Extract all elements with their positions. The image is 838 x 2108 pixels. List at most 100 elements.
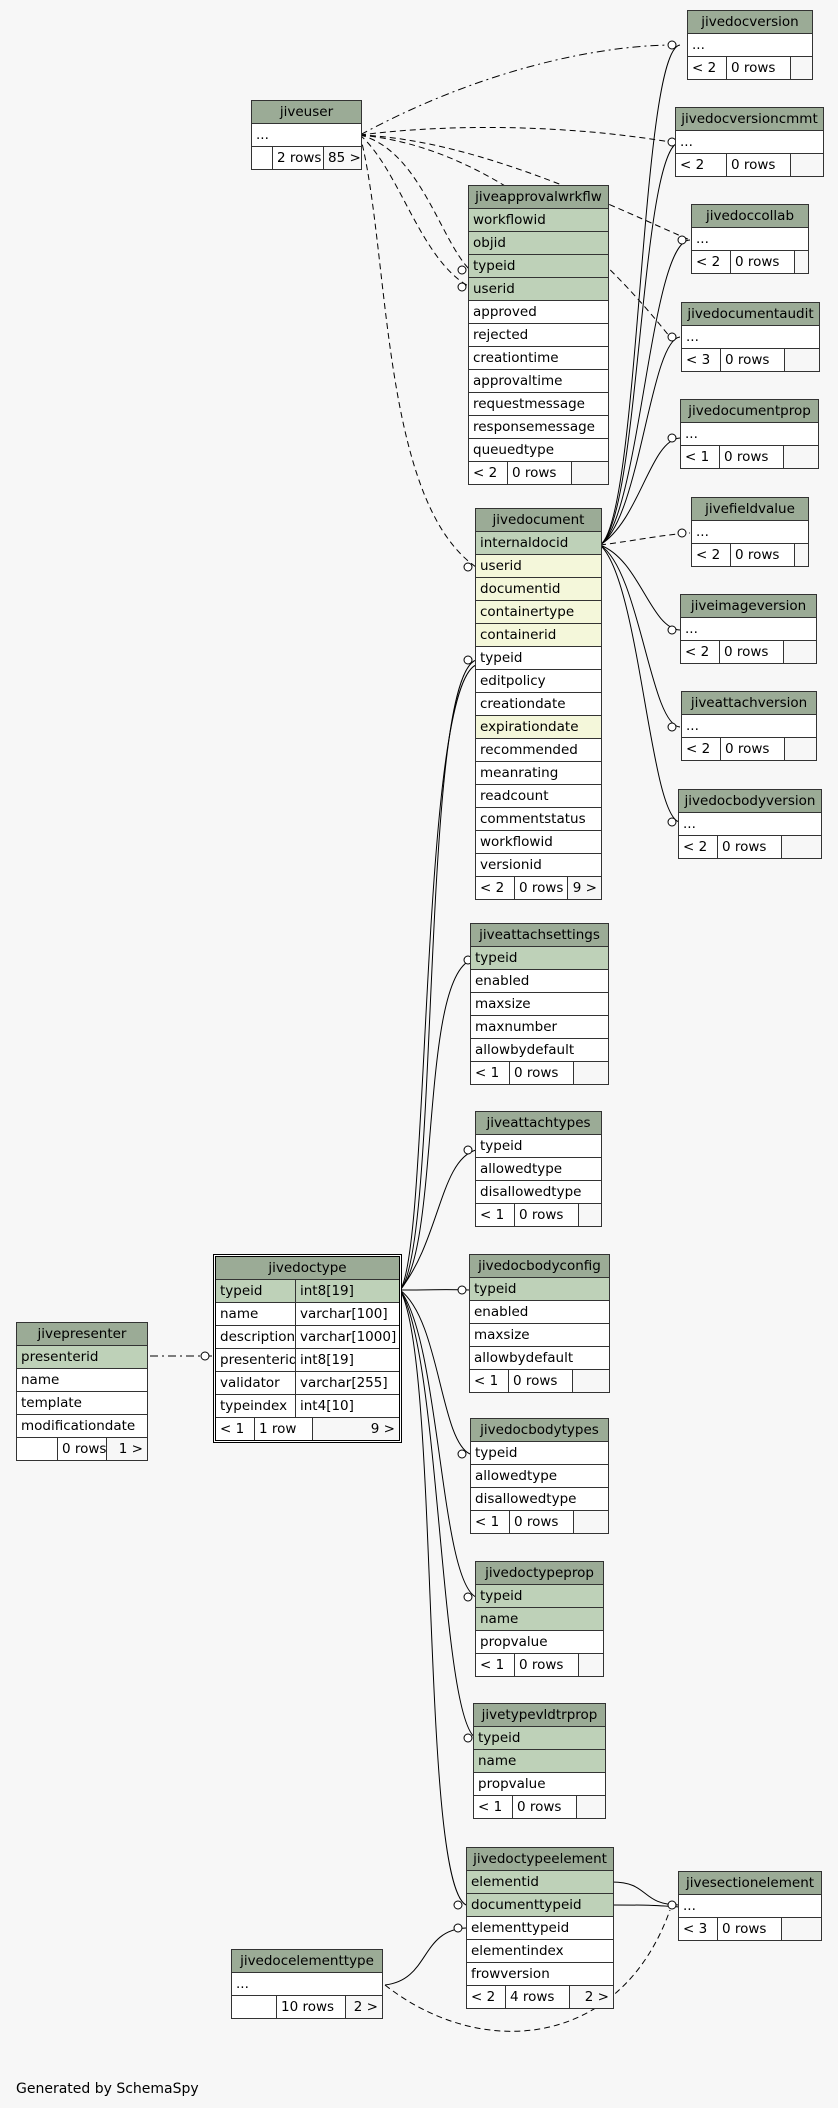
table-title: jivetypevldtrprop (474, 1704, 605, 1727)
table-row: objid (469, 232, 608, 255)
table-row: presenterid (17, 1346, 147, 1369)
table-row: ... (232, 1973, 382, 1996)
table-row: typeid (476, 647, 601, 670)
table-row: disallowedtype (476, 1181, 601, 1204)
table-title: jiveattachversion (682, 692, 816, 715)
table-title: jivedocbodytypes (471, 1419, 608, 1442)
table-row: workflowid (476, 831, 601, 854)
table-row: userid (469, 278, 608, 301)
table-row: typeid (470, 1278, 609, 1301)
table-title: jivepresenter (17, 1323, 147, 1346)
table-title: jiveattachsettings (471, 924, 608, 947)
table-jivedoctypeelement[interactable]: jivedoctypeelement elementid documenttyp… (466, 1847, 614, 2009)
table-title: jiveattachtypes (476, 1112, 601, 1135)
table-row: ... (682, 715, 816, 738)
table-row: elementtypeid (467, 1917, 613, 1940)
table-title: jivedoctypeprop (476, 1562, 603, 1585)
table-row: creationtime (469, 347, 608, 370)
table-row: ... (681, 423, 818, 446)
table-title: jivedocversion (688, 11, 812, 34)
table-title: jivedocbodyconfig (470, 1255, 609, 1278)
table-row: containertype (476, 601, 601, 624)
table-row: typeid (476, 1585, 603, 1608)
table-row: creationdate (476, 693, 601, 716)
table-row: frowversion (467, 1963, 613, 1986)
table-row: containerid (476, 624, 601, 647)
table-row: expirationdate (476, 716, 601, 739)
table-row: enabled (471, 970, 608, 993)
table-row: name (17, 1369, 147, 1392)
table-title: jivedoctype (216, 1257, 399, 1280)
table-jiveapprovalwrkflw[interactable]: jiveapprovalwrkflw workflowid objid type… (468, 185, 609, 485)
table-jivedocument[interactable]: jivedocument internaldocid userid docume… (475, 508, 602, 900)
table-row: queuedtype (469, 439, 608, 462)
table-row: versionid (476, 854, 601, 877)
table-row: ... (679, 813, 821, 836)
table-title: jivedocbodyversion (679, 790, 821, 813)
table-jivetypevldtrprop[interactable]: jivetypevldtrprop typeid name propvalue … (473, 1703, 606, 1819)
table-row: name (476, 1608, 603, 1631)
table-row: requestmessage (469, 393, 608, 416)
table-title: jiveapprovalwrkflw (469, 186, 608, 209)
table-title: jivedocumentprop (681, 400, 818, 423)
table-row: typeid (471, 947, 608, 970)
table-jiveattachtypes[interactable]: jiveattachtypes typeid allowedtype disal… (475, 1111, 602, 1227)
table-row: ... (676, 131, 823, 154)
table-row: allowedtype (471, 1465, 608, 1488)
table-title: jivedocelementtype (232, 1950, 382, 1973)
table-row: typeid (476, 1135, 601, 1158)
table-row: responsemessage (469, 416, 608, 439)
table-jiveattachsettings[interactable]: jiveattachsettings typeid enabled maxsiz… (470, 923, 609, 1085)
table-jivedocbodytypes[interactable]: jivedocbodytypes typeid allowedtype disa… (470, 1418, 609, 1534)
table-row: meanrating (476, 762, 601, 785)
table-title: jivedocument (476, 509, 601, 532)
table-row: ... (682, 326, 819, 349)
table-title: jivedoctypeelement (467, 1848, 613, 1871)
table-row: ... (688, 34, 812, 57)
table-row: documenttypeid (467, 1894, 613, 1917)
table-jivepresenter[interactable]: jivepresenter presenterid name template … (16, 1322, 148, 1461)
table-row: propvalue (474, 1773, 605, 1796)
table-row: ... (692, 228, 808, 251)
table-row: modificationdate (17, 1415, 147, 1438)
table-jivedocbodyconfig[interactable]: jivedocbodyconfig typeid enabled maxsize… (469, 1254, 610, 1393)
table-title: jivesectionelement (679, 1872, 821, 1895)
table-row: recommended (476, 739, 601, 762)
table-row: typeid (469, 255, 608, 278)
table-row: ... (692, 521, 808, 544)
table-jivedoctypeprop[interactable]: jivedoctypeprop typeid name propvalue < … (475, 1561, 604, 1677)
table-row: internaldocid (476, 532, 601, 555)
table-title: jivedocversioncmmt (676, 108, 823, 131)
table-title: jiveuser (252, 101, 361, 124)
table-row: workflowid (469, 209, 608, 232)
table-row: approvaltime (469, 370, 608, 393)
table-row: maxsize (471, 993, 608, 1016)
table-row: allowbydefault (470, 1347, 609, 1370)
table-row: userid (476, 555, 601, 578)
